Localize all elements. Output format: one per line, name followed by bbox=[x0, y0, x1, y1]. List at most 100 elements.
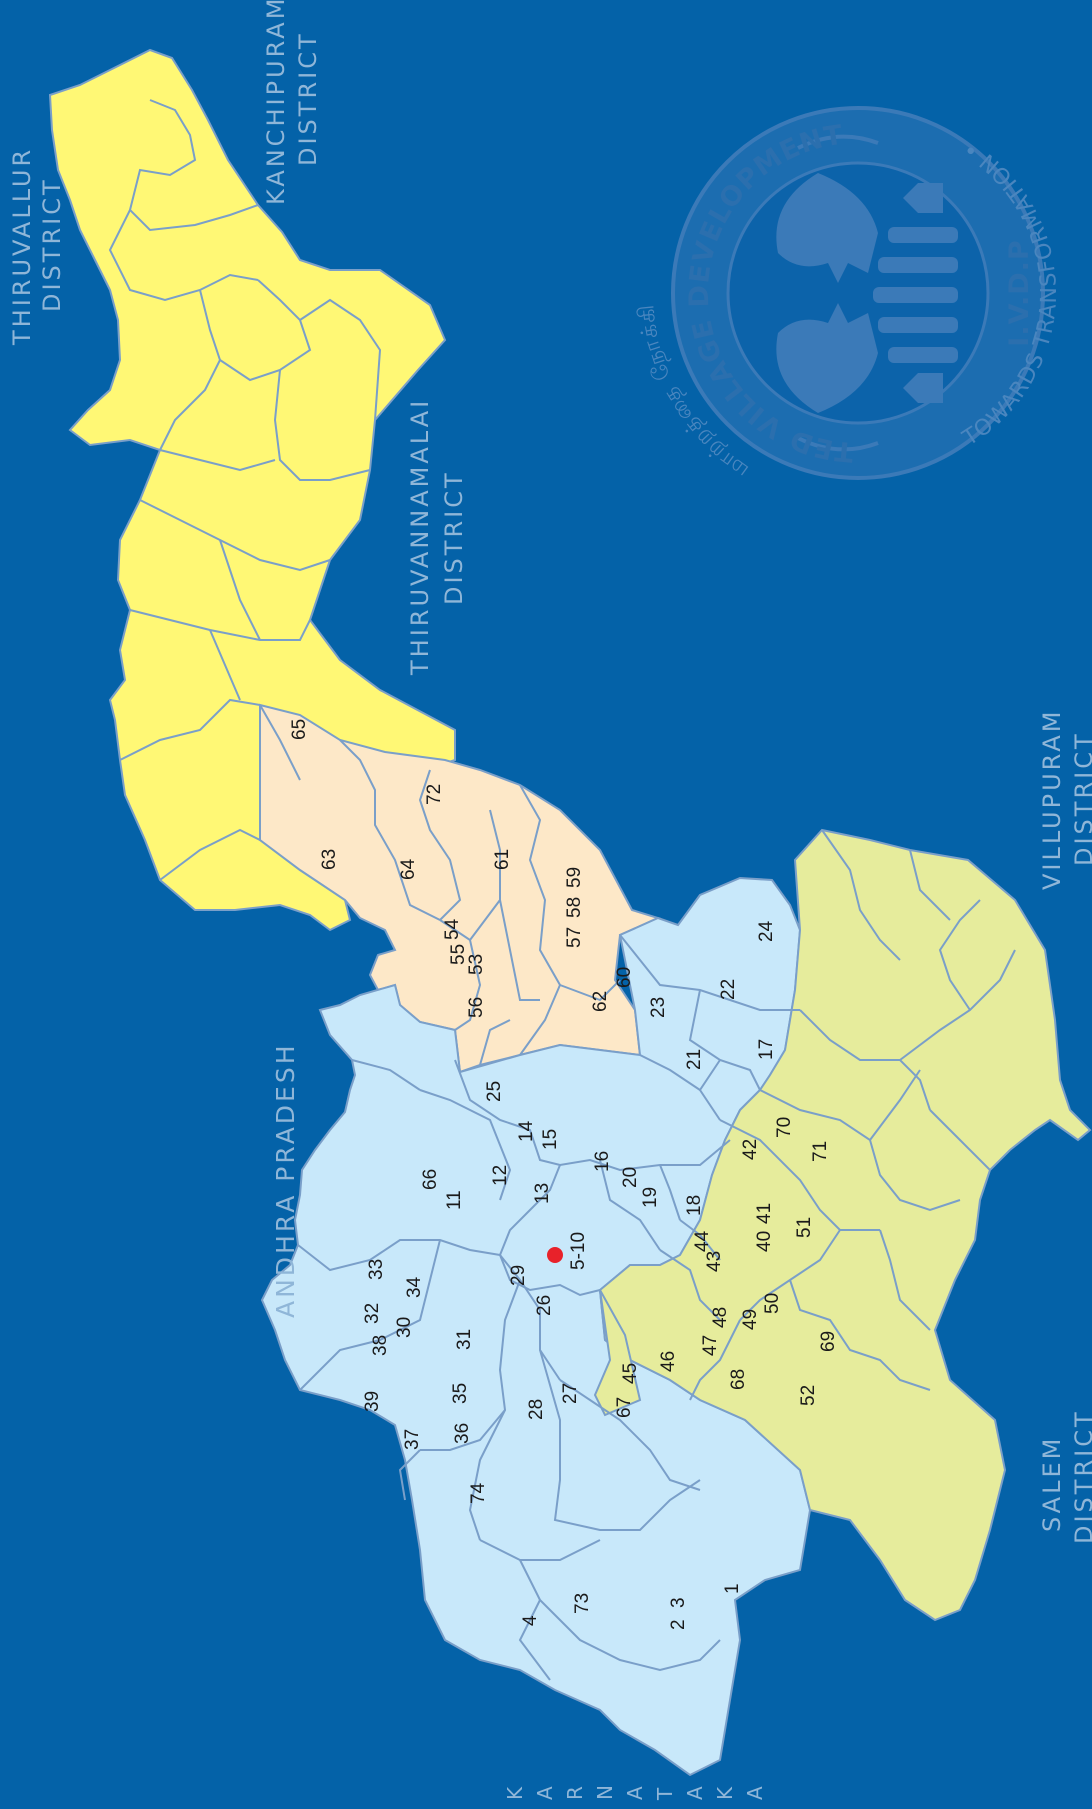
district-number[interactable]: 19 bbox=[640, 1187, 661, 1208]
district-number[interactable]: 44 bbox=[692, 1230, 713, 1252]
district-number[interactable]: 68 bbox=[728, 1369, 749, 1390]
district-number[interactable]: 43 bbox=[704, 1251, 725, 1272]
district-number[interactable]: 41 bbox=[754, 1203, 775, 1224]
label-villupuram: VILLUPURAM bbox=[1038, 709, 1066, 890]
district-number[interactable]: 54 bbox=[442, 918, 463, 940]
district-number[interactable]: 37 bbox=[402, 1429, 423, 1450]
zone-north[interactable] bbox=[48, 48, 456, 932]
district-number[interactable]: 2 bbox=[668, 1619, 689, 1630]
district-number[interactable]: 28 bbox=[526, 1399, 547, 1420]
district-number[interactable]: 47 bbox=[700, 1335, 721, 1356]
district-number[interactable]: 51 bbox=[794, 1217, 815, 1238]
district-number[interactable]: 30 bbox=[394, 1317, 415, 1338]
district-number[interactable]: 52 bbox=[798, 1385, 819, 1406]
internal-boundaries bbox=[108, 99, 1016, 1681]
district-number[interactable]: 57 bbox=[564, 927, 585, 948]
region-labels: THIRUVALLUR DISTRICT KANCHIPURAM DISTRIC… bbox=[8, 0, 1092, 1801]
district-number[interactable]: 49 bbox=[740, 1309, 761, 1330]
district-number[interactable]: 38 bbox=[370, 1335, 391, 1356]
headquarters-marker[interactable] bbox=[547, 1247, 563, 1263]
district-number[interactable]: 11 bbox=[444, 1190, 465, 1210]
district-number[interactable]: 62 bbox=[590, 991, 611, 1012]
district-number[interactable]: 48 bbox=[710, 1307, 731, 1328]
district-number[interactable]: 5-10 bbox=[568, 1232, 589, 1270]
district-number[interactable]: 26 bbox=[534, 1295, 555, 1316]
district-number[interactable]: 22 bbox=[718, 979, 739, 1000]
district-number[interactable]: 61 bbox=[492, 849, 513, 870]
karnataka-letter: K bbox=[713, 1784, 737, 1800]
district-number[interactable]: 14 bbox=[516, 1120, 537, 1142]
district-number[interactable]: 18 bbox=[684, 1195, 705, 1216]
district-number[interactable]: 59 bbox=[564, 867, 585, 888]
district-number[interactable]: 15 bbox=[540, 1129, 561, 1150]
district-number[interactable]: 1 bbox=[722, 1583, 743, 1594]
label-salem-district: DISTRICT bbox=[1070, 1409, 1092, 1544]
label-kanchipuram: KANCHIPURAM bbox=[262, 0, 290, 205]
district-number[interactable]: 27 bbox=[560, 1383, 581, 1404]
zone-olive-patch bbox=[593, 1289, 642, 1417]
district-number[interactable]: 34 bbox=[404, 1276, 425, 1298]
district-number[interactable]: 72 bbox=[424, 784, 445, 805]
seal-ivdp-text: I.V.D.P bbox=[1004, 239, 1035, 346]
district-number[interactable]: 67 bbox=[614, 1397, 635, 1418]
district-number[interactable]: 70 bbox=[774, 1117, 795, 1138]
district-number[interactable]: 53 bbox=[466, 954, 487, 975]
district-number[interactable]: 36 bbox=[452, 1423, 473, 1444]
district-number[interactable]: 58 bbox=[564, 897, 585, 918]
district-number[interactable]: 4 bbox=[520, 1615, 541, 1626]
seal-leaf-icon bbox=[797, 134, 879, 150]
seal-leaf-icon bbox=[797, 436, 879, 452]
district-number[interactable]: 45 bbox=[620, 1363, 641, 1384]
karnataka-letter: A bbox=[623, 1783, 647, 1800]
karnataka-letter: A bbox=[683, 1783, 707, 1800]
label-thiruvannamalai-district: DISTRICT bbox=[440, 470, 468, 605]
district-number[interactable]: 24 bbox=[756, 920, 777, 942]
district-number[interactable]: 35 bbox=[450, 1383, 471, 1404]
district-number[interactable]: 63 bbox=[319, 849, 340, 870]
district-number[interactable]: 40 bbox=[754, 1231, 775, 1252]
district-number[interactable]: 33 bbox=[366, 1259, 387, 1280]
ivdp-seal: INTEGRATED VILLAGE DEVELOPMENT PROJECT I… bbox=[634, 106, 1062, 483]
district-number[interactable]: 16 bbox=[592, 1151, 613, 1172]
district-number[interactable]: 55 bbox=[448, 944, 469, 965]
district-number[interactable]: 69 bbox=[818, 1331, 839, 1352]
label-villupuram-district: DISTRICT bbox=[1070, 731, 1092, 866]
district-number[interactable]: 29 bbox=[508, 1265, 529, 1286]
district-numbers: 65 72 63 64 61 57 58 59 54 55 53 56 62 6… bbox=[289, 719, 839, 1630]
district-number[interactable]: 66 bbox=[420, 1169, 441, 1190]
zone-southeast[interactable] bbox=[598, 828, 1092, 1622]
district-number[interactable]: 25 bbox=[484, 1081, 505, 1102]
district-number[interactable]: 64 bbox=[398, 858, 419, 880]
label-andhra-pradesh: ANDHRA PRADESH bbox=[271, 1042, 300, 1318]
district-number[interactable]: 20 bbox=[620, 1167, 641, 1188]
district-number[interactable]: 3 bbox=[668, 1597, 689, 1608]
karnataka-letter: K bbox=[503, 1784, 527, 1800]
district-number[interactable]: 13 bbox=[532, 1183, 553, 1204]
district-number[interactable]: 46 bbox=[658, 1351, 679, 1372]
seal-face-icon bbox=[776, 303, 878, 413]
district-number[interactable]: 73 bbox=[572, 1593, 593, 1614]
district-number[interactable]: 50 bbox=[762, 1293, 783, 1314]
seal-face-icon bbox=[776, 173, 878, 283]
district-number[interactable]: 60 bbox=[614, 967, 635, 988]
district-number[interactable]: 74 bbox=[468, 1482, 489, 1504]
label-thiruvannamalai: THIRUVANNAMALAI bbox=[406, 398, 434, 676]
district-number[interactable]: 71 bbox=[810, 1141, 831, 1162]
karnataka-letter: N bbox=[593, 1782, 617, 1800]
district-number[interactable]: 65 bbox=[289, 719, 310, 740]
district-number[interactable]: 39 bbox=[362, 1391, 383, 1412]
district-number[interactable]: 23 bbox=[648, 997, 669, 1018]
label-thiruvallur-district: DISTRICT bbox=[38, 177, 66, 312]
district-number[interactable]: 17 bbox=[756, 1039, 777, 1060]
seal-hands-icon bbox=[873, 183, 958, 403]
district-number[interactable]: 21 bbox=[684, 1049, 705, 1070]
district-number[interactable]: 31 bbox=[454, 1329, 475, 1350]
district-number[interactable]: 12 bbox=[490, 1165, 511, 1186]
district-number[interactable]: 56 bbox=[466, 997, 487, 1018]
label-kanchipuram-district: DISTRICT bbox=[294, 31, 322, 166]
karnataka-letter: T bbox=[653, 1785, 677, 1801]
district-number[interactable]: 42 bbox=[740, 1139, 761, 1160]
district-number[interactable]: 32 bbox=[362, 1303, 383, 1324]
label-thiruvallur: THIRUVALLUR bbox=[8, 147, 36, 346]
